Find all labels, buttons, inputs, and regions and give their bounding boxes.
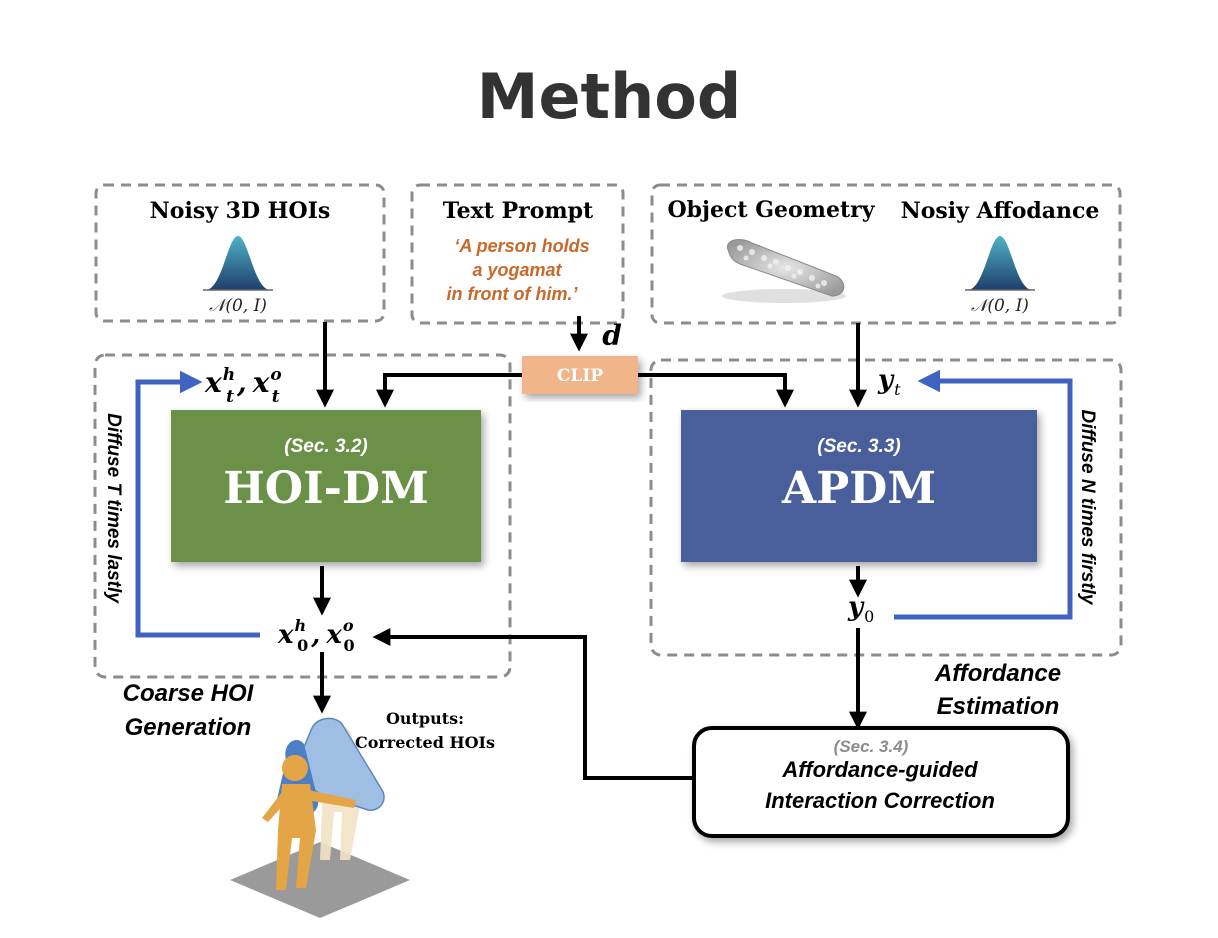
loop-label-right: Diffuse N times firstly <box>1077 410 1098 606</box>
arrow-clip-to-hoidm <box>376 373 522 408</box>
yogamat-pointcloud-icon <box>722 239 846 303</box>
hoi-dm-section: (Sec. 3.2) <box>284 436 367 457</box>
noisy-affordance-label: Nosiy Affodance <box>901 198 1100 224</box>
text-prompt-label: Text Prompt <box>443 198 594 224</box>
loop-label-left: Diffuse T times lastly <box>103 413 124 604</box>
gaussian-icon <box>968 236 1032 290</box>
affordance-group <box>649 358 1123 657</box>
loop-arrow-right <box>894 369 1073 620</box>
floor-tile <box>230 842 410 918</box>
correction-box <box>692 726 1070 838</box>
page-title: Method <box>477 60 742 133</box>
yt-symbol: yt <box>877 365 901 399</box>
noisy-hois-dist: 𝒩(0, I) <box>209 296 267 316</box>
correction-line-1: Affordance-guided <box>781 757 978 782</box>
correction-section: (Sec. 3.4) <box>834 737 909 756</box>
arrow-clip-to-apdm <box>638 373 794 408</box>
affordance-caption-2: Estimation <box>937 693 1060 720</box>
apdm-section: (Sec. 3.3) <box>817 436 900 457</box>
prompt-line-3: in front of him.’ <box>447 284 579 304</box>
correction-line-2: Interaction Correction <box>765 788 995 813</box>
coarse-hoi-caption-2: Generation <box>125 714 252 741</box>
hoi-dm-box <box>171 410 481 562</box>
arrow-correction-to-x0 <box>372 628 694 780</box>
hoi-dm-name: HOI-DM <box>223 463 429 514</box>
object-affordance-box <box>650 183 1122 325</box>
apdm-box <box>681 410 1037 562</box>
noisy-hois-box <box>94 183 386 323</box>
output-hoi-illustration <box>230 717 410 918</box>
y0-symbol: y0 <box>847 592 874 626</box>
d-symbol: d <box>602 319 622 352</box>
outputs-line-2: Corrected HOIs <box>355 733 495 752</box>
outputs-line-1: Outputs: <box>386 709 464 728</box>
affordance-caption-1: Affordance <box>934 660 1061 687</box>
coarse-hoi-group <box>93 353 512 679</box>
prompt-line-2: a yogamat <box>472 260 562 280</box>
noisy-hois-label: Noisy 3D HOIs <box>150 198 331 224</box>
apdm-name: APDM <box>781 463 936 514</box>
clip-box <box>522 356 638 394</box>
object-geometry-label: Object Geometry <box>668 197 876 223</box>
coarse-hoi-caption-1: Coarse HOI <box>123 680 255 707</box>
noisy-affordance-dist: 𝒩(0, I) <box>971 296 1029 316</box>
clip-label: CLIP <box>557 366 603 386</box>
loop-arrow-left <box>135 370 260 638</box>
gaussian-icon <box>206 236 270 290</box>
prompt-line-1: ‘A person holds <box>454 236 589 256</box>
